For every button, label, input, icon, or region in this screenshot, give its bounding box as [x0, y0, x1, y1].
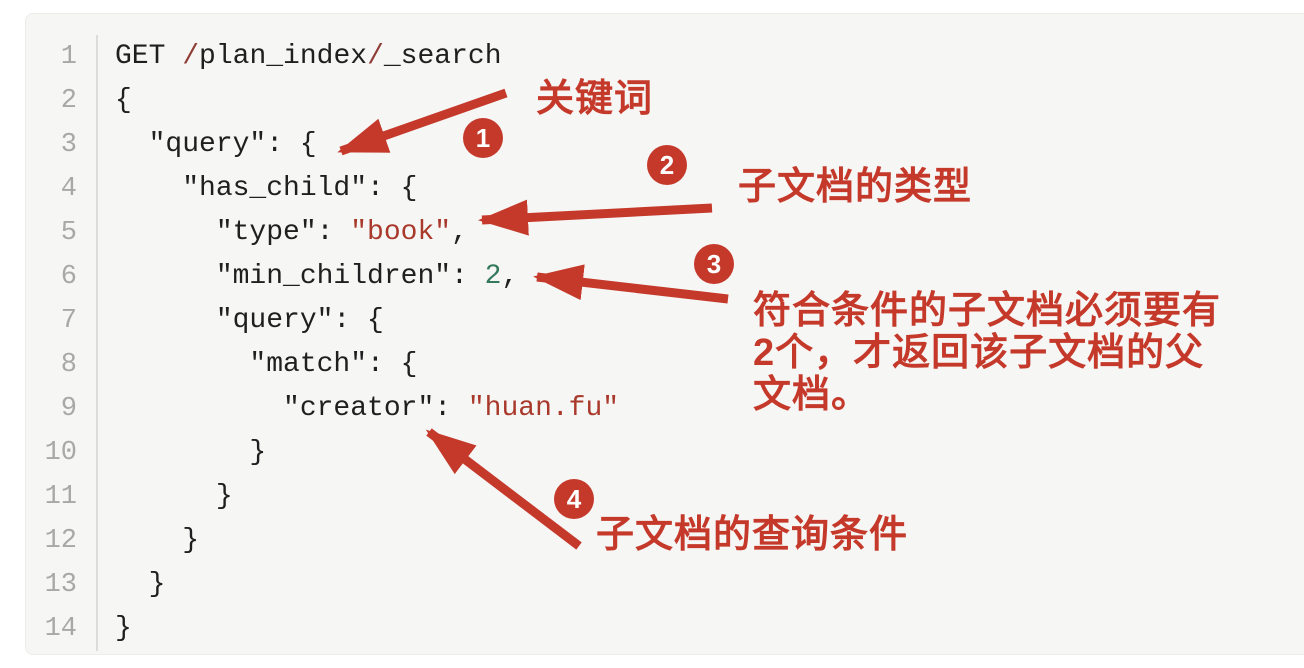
line-number: 12	[26, 519, 98, 563]
code-text: }	[115, 525, 200, 556]
annotation-label-3-line-1: 符合条件的子文档必须要有	[753, 290, 1222, 332]
badge-1: 1	[463, 118, 503, 158]
code-line: 3 "query": {	[26, 123, 1304, 167]
code-line: 14}	[26, 607, 1304, 651]
annotation-label-2: 子文档的类型	[738, 166, 973, 208]
line-number: 14	[26, 607, 98, 651]
code-line: 6 "min_children": 2,	[26, 255, 1304, 299]
line-number: 6	[26, 255, 98, 299]
code-line: 1 GET /plan_index/_search	[26, 35, 1304, 79]
annotation-label-3-line-2: 2个，才返回该子文档的父	[753, 332, 1205, 374]
code-line: 2{	[26, 79, 1304, 123]
line-number: 8	[26, 343, 98, 387]
code-text: }	[115, 437, 267, 468]
line-number: 7	[26, 299, 98, 343]
code-line: 4 "has_child": {	[26, 167, 1304, 211]
annotation-label-3: 符合条件的子文档必须要有 2个，才返回该子文档的父 文档。	[753, 290, 1221, 416]
line-number: 4	[26, 167, 98, 211]
code-text: "min_children": 2,	[115, 261, 519, 292]
line-number: 10	[26, 431, 98, 475]
annotation-label-1: 关键词	[536, 78, 654, 120]
code-text: "query": {	[115, 305, 384, 336]
line-number: 5	[26, 211, 98, 255]
code-text: "match": {	[115, 349, 418, 380]
code-text: "creator": "huan.fu"	[115, 393, 620, 424]
annotation-label-3-line-3: 文档。	[753, 374, 871, 416]
code-line: 7 "query": {	[26, 299, 1304, 343]
code-text: "query": {	[115, 129, 317, 160]
badge-4: 4	[554, 479, 594, 519]
code-line: 10 }	[26, 431, 1304, 475]
code-line: 5 "type": "book",	[26, 211, 1304, 255]
code-text: }	[115, 613, 132, 644]
code-line: 12 }	[26, 519, 1304, 563]
line-number: 2	[26, 79, 98, 123]
annotation-label-4: 子文档的查询条件	[596, 514, 909, 556]
line-number: 9	[26, 387, 98, 431]
code-text: }	[115, 481, 233, 512]
line-number: 1	[26, 35, 98, 79]
code-text: "has_child": {	[115, 173, 418, 204]
code-text: {	[115, 85, 132, 116]
line-number: 11	[26, 475, 98, 519]
badge-2: 2	[647, 145, 687, 185]
code-line: 9 "creator": "huan.fu"	[26, 387, 1304, 431]
code-text: GET /plan_index/_search	[115, 41, 502, 72]
line-number: 3	[26, 123, 98, 167]
code-line: 11 }	[26, 475, 1304, 519]
code-line: 8 "match": {	[26, 343, 1304, 387]
badge-3: 3	[694, 244, 734, 284]
code-line: 13 }	[26, 563, 1304, 607]
code-text: }	[115, 569, 166, 600]
line-number: 13	[26, 563, 98, 607]
code-text: "type": "book",	[115, 217, 468, 248]
